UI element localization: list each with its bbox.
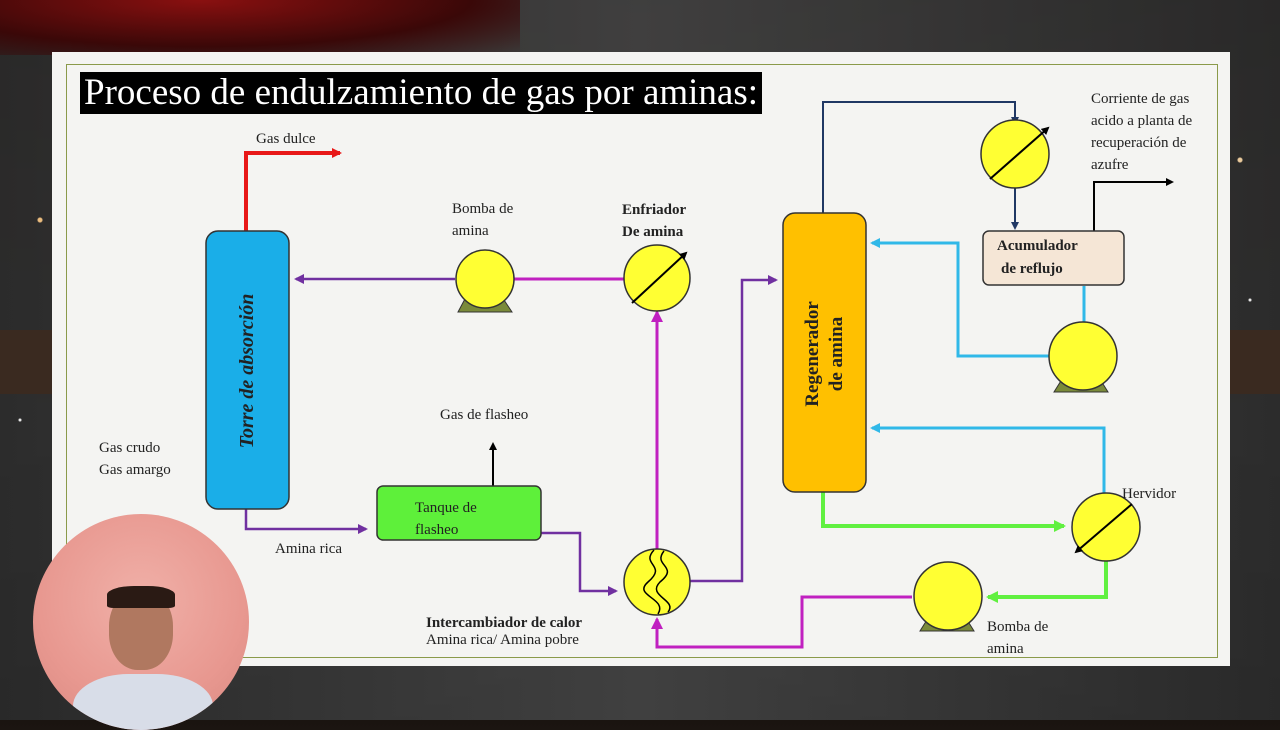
regenerator-overhead-line	[822, 101, 1019, 213]
heat-exchanger	[623, 548, 691, 616]
accumulator-label-line1: Acumulador	[997, 238, 1078, 254]
slide-title: Proceso de endulzamiento de gas por amin…	[80, 72, 763, 114]
reflux-line	[870, 238, 1050, 358]
reboiler-label: Hervidor	[1122, 486, 1177, 502]
exchanger-label-line2: Amina rica/ Amina pobre	[426, 632, 579, 648]
exchanger-label-line1: Intercambiador de calor	[426, 615, 583, 631]
reboiler-vapor-line	[870, 423, 1106, 500]
presenter-webcam	[33, 514, 249, 730]
pump2-label-line2: amina	[987, 641, 1024, 657]
reboiler	[1071, 492, 1141, 562]
regenerator-label-line1: Regenerador	[802, 301, 823, 407]
regenerator-label-line2: de amina	[826, 316, 847, 392]
amine-pump-2	[913, 561, 983, 632]
gas-crudo-label: Gas crudo	[99, 440, 161, 456]
gas-dulce-label: Gas dulce	[256, 131, 316, 147]
acid-gas-label-line1: Corriente de gas	[1091, 91, 1190, 107]
regenerator-bottoms-line	[821, 492, 1066, 532]
slide-frame	[66, 64, 1218, 658]
flash-tank-label-line1: Tanque de	[415, 500, 477, 516]
acid-gas-line	[1093, 178, 1174, 231]
acid-gas-label-line4: azufre	[1091, 157, 1129, 173]
cooler-label-line1: Enfriador	[622, 202, 687, 218]
absorption-tower	[205, 230, 290, 510]
presenter-body	[73, 674, 213, 730]
pump1-label-line1: Bomba de	[452, 201, 514, 217]
background-glow	[0, 0, 520, 55]
amina-rica-label: Amina rica	[275, 541, 343, 557]
acid-gas-label-line3: recuperación de	[1091, 135, 1187, 151]
pump2-label-line1: Bomba de	[987, 619, 1049, 635]
acid-gas-label-line2: acido a planta de	[1091, 113, 1193, 129]
flash-gas-label: Gas de flasheo	[440, 407, 529, 423]
accumulator-label-line2: de reflujo	[1001, 261, 1063, 277]
presenter-hair	[107, 586, 175, 608]
flash-to-exchanger-line	[541, 531, 618, 596]
amine-cooler	[623, 244, 691, 312]
gas-dulce-line	[244, 148, 342, 231]
pump1-label-line2: amina	[452, 223, 489, 239]
flash-tank	[376, 485, 542, 541]
reboiler-to-pump-line	[986, 556, 1108, 603]
cooler-label-line2: De amina	[622, 224, 684, 240]
flash-tank-label-line2: flasheo	[415, 522, 459, 538]
overhead-condenser	[980, 119, 1050, 189]
regenerator-label: Regenerador de amina	[801, 264, 849, 444]
rich-amine-line	[244, 508, 368, 534]
pump2-to-exchanger-line	[651, 595, 912, 649]
reflux-pump	[1048, 321, 1118, 393]
reflux-accumulator	[982, 230, 1125, 286]
amine-regenerator	[782, 212, 867, 493]
amine-pump-1	[455, 249, 515, 313]
exchanger-to-regenerator-line	[690, 275, 778, 583]
tower-label: Torre de absorción	[236, 293, 258, 449]
gas-amargo-label: Gas amargo	[99, 462, 171, 478]
